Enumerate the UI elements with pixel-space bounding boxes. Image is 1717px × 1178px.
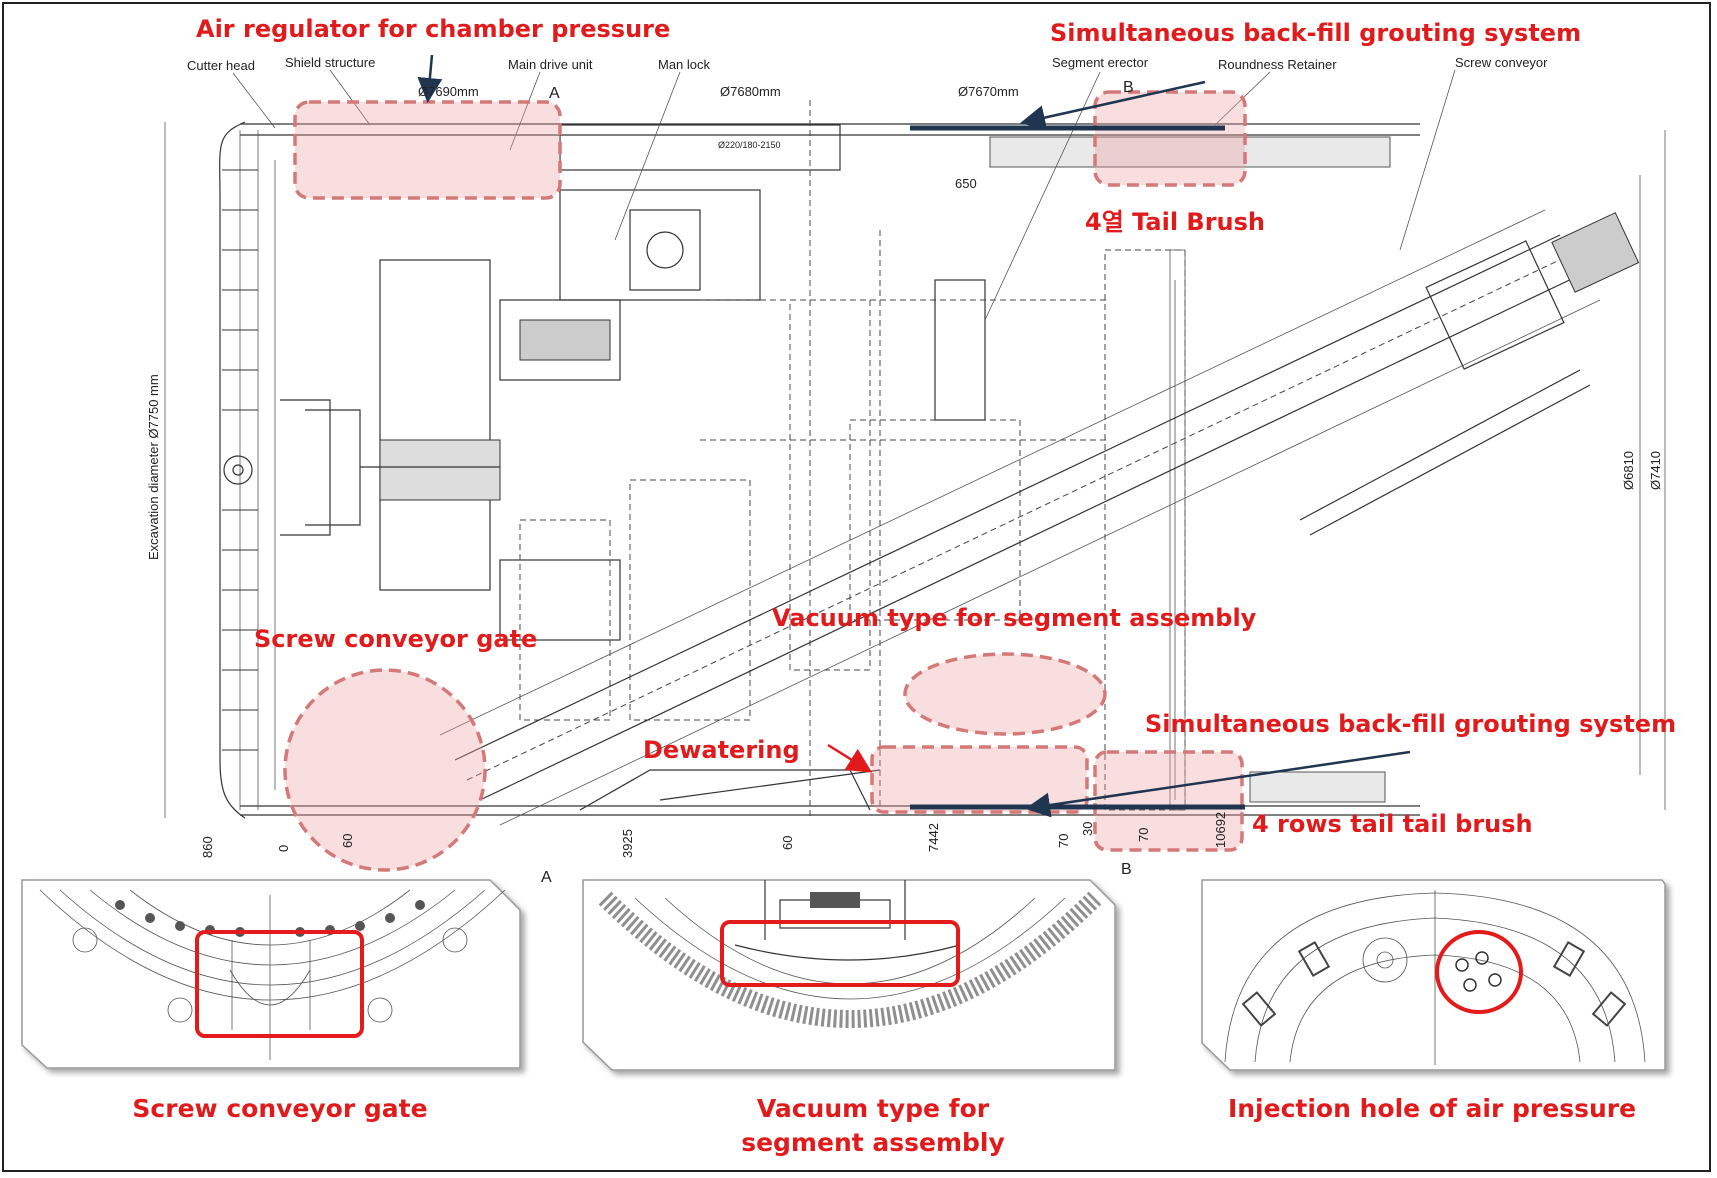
annotation-screw-gate: Screw conveyor gate [254, 625, 537, 653]
label-excavation-diameter: Excavation diameter Ø7750 mm [146, 374, 161, 560]
annotation-vacuum: Vacuum type for segment assembly [772, 604, 1257, 632]
section-mark-b-top: B [1123, 79, 1134, 96]
dim-d1: Ø7690mm [418, 84, 479, 99]
annotation-tail-brush-top: 4열 Tail Brush [1085, 208, 1265, 236]
detail-panel-vacuum [582, 879, 1116, 1071]
dim-b3: 60 [340, 834, 355, 848]
dim-b5: 60 [780, 836, 795, 850]
caption-screw-gate: Screw conveyor gate [132, 1094, 427, 1123]
label-cutter-head: Cutter head [187, 58, 255, 73]
annotation-group: Air regulator for chamber pressure Simul… [196, 15, 1676, 838]
caption-group: Screw conveyor gate Vacuum type for segm… [132, 1094, 1636, 1157]
annotation-tail-brush-bottom: 4 rows tail tail brush [1252, 810, 1533, 838]
screw-gate-detail-box [195, 930, 364, 1038]
dim-b6: 7442 [926, 823, 941, 852]
label-main-drive-unit: Main drive unit [508, 57, 593, 72]
dim-d5: Ø6810 [1621, 451, 1636, 490]
annotation-air-regulator: Air regulator for chamber pressure [196, 15, 670, 43]
caption-injection: Injection hole of air pressure [1228, 1094, 1636, 1123]
dim-d7: Ø220/180-2150 [718, 140, 781, 150]
label-screw-conveyor: Screw conveyor [1455, 55, 1548, 70]
dim-b7: 70 [1056, 834, 1071, 848]
section-mark-a-top: A [549, 85, 560, 102]
annotation-grouting-bottom: Simultaneous back-fill grouting system [1145, 710, 1676, 738]
label-shield-structure: Shield structure [285, 55, 375, 70]
tail-brush-top-region [1093, 90, 1247, 187]
highlight-regions [283, 90, 1247, 872]
caption-vacuum-line1: Vacuum type for [757, 1094, 990, 1123]
screw-gate-region [283, 668, 487, 872]
dim-d3: Ø7670mm [958, 84, 1019, 99]
detail-panel-injection [1201, 879, 1666, 1071]
dim-d6: Ø7410 [1648, 451, 1663, 490]
dim-d2: Ø7680mm [720, 84, 781, 99]
label-segment-erector: Segment erector [1052, 55, 1149, 70]
annotation-grouting-top: Simultaneous back-fill grouting system [1050, 19, 1581, 47]
section-mark-a-bottom: A [541, 869, 552, 886]
dim-b4: 3925 [620, 829, 635, 858]
drawing-label-group: Cutter head Shield structure Main drive … [146, 55, 1663, 886]
dim-b1: 860 [200, 836, 215, 858]
dim-b8: 30 [1080, 822, 1095, 836]
dim-b9: 70 [1136, 828, 1151, 842]
label-man-lock: Man lock [658, 57, 711, 72]
dim-b10: 10692 [1213, 812, 1228, 848]
vacuum-region [903, 652, 1107, 736]
grout-lines [417, 54, 1411, 818]
annotation-dewatering: Dewatering [643, 736, 800, 764]
vacuum-detail-box [720, 920, 960, 987]
label-roundness-retainer: Roundness Retainer [1218, 57, 1337, 72]
dim-b2: 0 [276, 845, 291, 852]
section-mark-b-bottom: B [1121, 861, 1132, 878]
dim-d4: 650 [955, 176, 977, 191]
dewatering-region [870, 745, 1089, 814]
air-regulator-region [293, 100, 562, 200]
injection-detail-ellipse [1435, 930, 1523, 1014]
caption-vacuum-line2: segment assembly [741, 1128, 1005, 1157]
detail-panel-screw-gate [21, 879, 521, 1069]
tail-brush-bottom-region [1093, 750, 1244, 852]
